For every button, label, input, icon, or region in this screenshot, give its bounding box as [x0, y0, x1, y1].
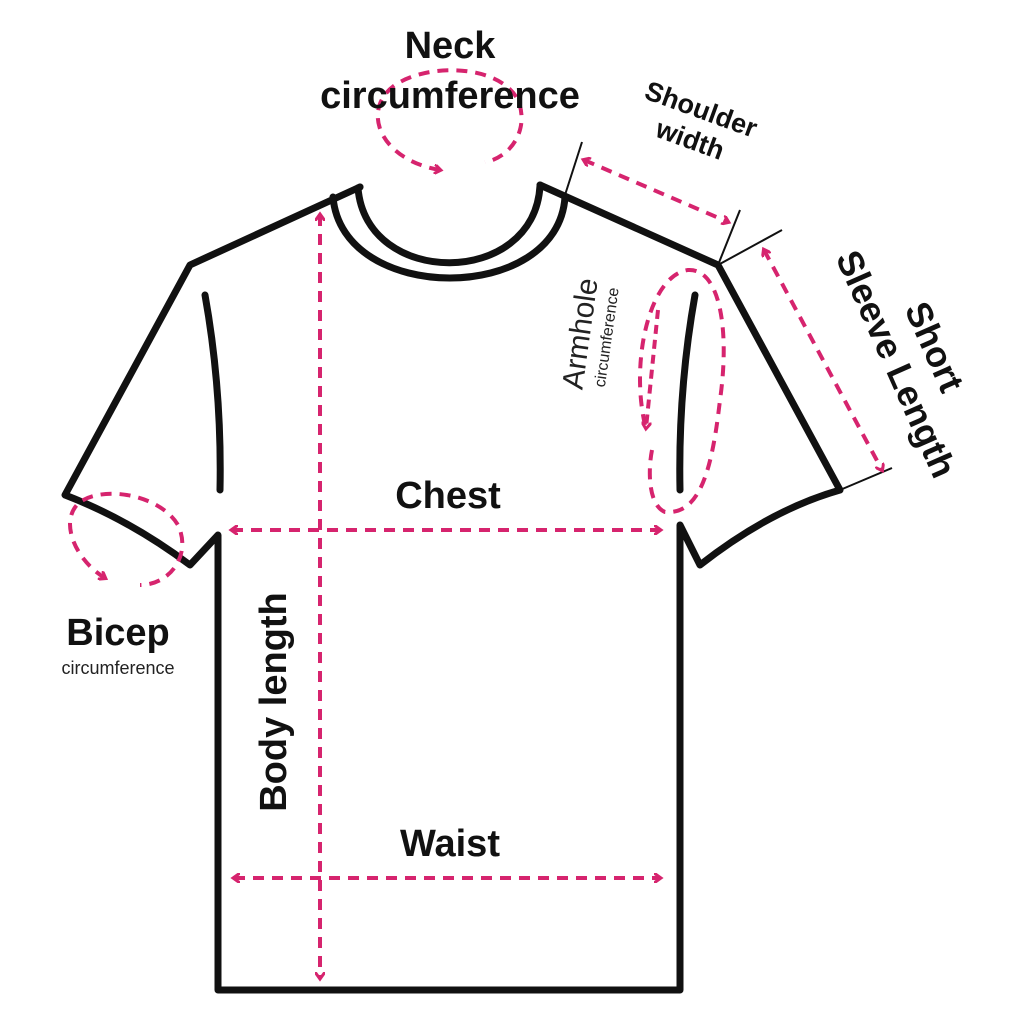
bicep-label: Bicep [66, 612, 169, 654]
neck-circumference-label: circumference [320, 75, 580, 117]
sleeve-length-arrow [764, 250, 882, 470]
labels: Neck circumference Shoulder width Short … [61, 25, 972, 865]
right-sleeve-seam [676, 291, 699, 494]
waist-label: Waist [400, 823, 500, 865]
armhole-circumference-arrow [638, 267, 726, 515]
tshirt-outline [61, 181, 844, 994]
body-length-label: Body length [253, 592, 295, 812]
armhole-inner-arrow [646, 309, 660, 428]
neck-circumference-arrow [375, 68, 524, 170]
neck-label: Neck [405, 25, 497, 67]
chest-label: Chest [395, 475, 501, 517]
bicep-circumference-label: circumference [61, 658, 174, 678]
left-sleeve-seam [201, 291, 224, 494]
shoulder-width-arrow [584, 160, 728, 222]
measurement-lines [68, 68, 882, 978]
